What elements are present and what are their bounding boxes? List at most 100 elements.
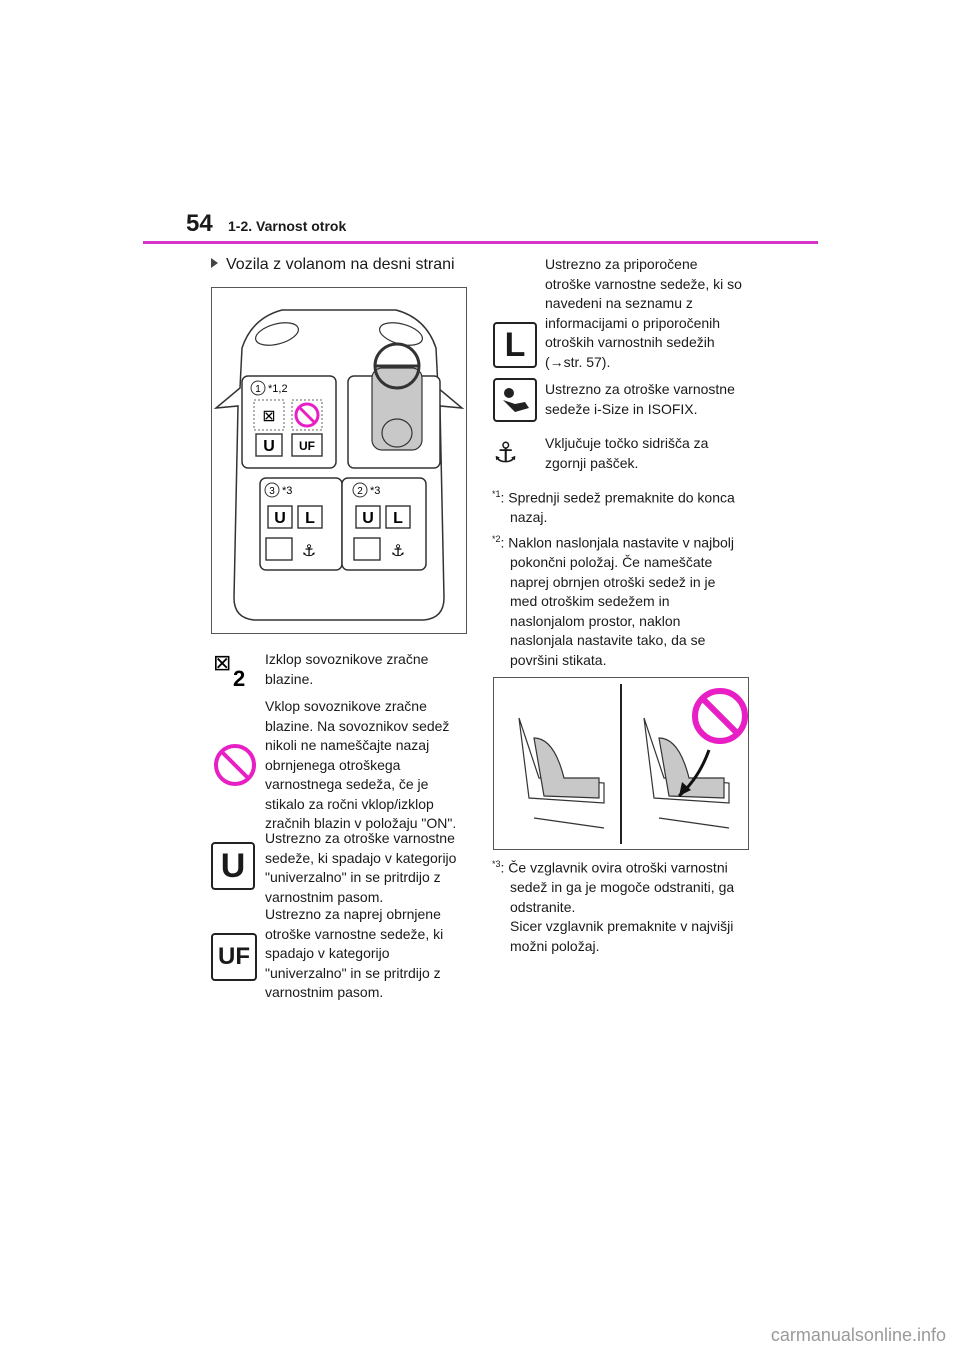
- text-line: naprej obrnjen otroški sedež in je: [510, 573, 716, 590]
- note-mark: *2: [492, 534, 501, 544]
- legend-l-text: Ustrezno za priporočene otroške varnostn…: [545, 255, 742, 372]
- airbag-off-icon: ⊠2: [211, 648, 257, 691]
- seat-1-note: *1,2: [268, 383, 288, 395]
- seat-3-isofix-icon: [265, 537, 293, 561]
- text-line: nazaj.: [510, 509, 548, 526]
- subheading-text: Vozila z volanom na desni strani: [226, 256, 455, 273]
- text-line: Naklon naslonjala nastavite v najbolj: [508, 534, 734, 551]
- seat-2-note: *3: [370, 485, 380, 497]
- svg-text:2: 2: [233, 666, 245, 688]
- text-line: "univerzalno" in se pritrdijo z: [265, 964, 441, 981]
- text-line: stikalo za ročni vklop/izklop: [265, 795, 434, 812]
- text-line: Sprednji sedež premaknite do konca: [508, 489, 735, 506]
- left-headlight: [254, 322, 300, 346]
- airbag-on-prohibited-icon: [212, 742, 258, 788]
- seat-incorrect: [643, 717, 730, 829]
- seat-1-uf-text: UF: [299, 439, 315, 453]
- text-line: med otroškim sedežem in: [510, 593, 670, 610]
- text-line: Izklop sovoznikove zračne: [265, 651, 429, 667]
- text-line: informacijami o priporočenih: [545, 314, 721, 331]
- legend-uf-text: Ustrezno za naprej obrnjene otroške varn…: [265, 905, 443, 1003]
- text-line: Če vzglavnik ovira otroški varnostni: [508, 859, 728, 876]
- seat-3-l-badge: [297, 505, 323, 529]
- seat-correct: [518, 717, 605, 829]
- text-line: varnostnega sedeža, če je: [265, 776, 429, 792]
- subheading: Vozila z volanom na desni strani: [211, 256, 455, 274]
- text-line: pokončni položaj. Če nameščate: [510, 554, 713, 571]
- seat-2-marker: [352, 482, 368, 498]
- text-line: varnostnim pasom.: [265, 888, 384, 905]
- text-line: otroške varnostne sedeže, ki: [265, 925, 444, 942]
- text-line: Sicer vzglavnik premaknite v najvišji: [510, 918, 734, 935]
- text-line: varnostnim pasom.: [265, 984, 384, 1000]
- footer-watermark: carmanualsonline.info: [770, 1325, 946, 1345]
- legend-airbag-off-text: Izklop sovoznikove zračne blazine.: [265, 650, 428, 689]
- seat-1-airbag-off-icon: ⊠: [262, 408, 275, 425]
- seat-3-number: 3: [269, 486, 275, 497]
- text-line: sedeže, ki spadajo v kategorijo: [265, 849, 457, 866]
- note-1: *1: Sprednji sedež premaknite do konca n…: [492, 485, 762, 528]
- text-line: spadajo v kategorijo: [265, 945, 390, 961]
- text-line: otroških varnostnih sedežih: [545, 334, 715, 350]
- seat-3-note: *3: [282, 485, 292, 497]
- seat-3-u-badge: [267, 505, 293, 529]
- car-top-view: 1 *1,2 ⊠ U UF 3 *3 2 *3 U L ⚓ U L ⚓: [213, 309, 465, 621]
- seat-1-uf-badge: [291, 433, 323, 457]
- seat-1-u-text: U: [263, 438, 275, 455]
- text-line: površini stikata.: [510, 651, 607, 668]
- seat-2-l-badge: [385, 505, 411, 529]
- uf-category-icon: UF: [211, 933, 257, 981]
- note-3: *3: Če vzglavnik ovira otroški varnostni…: [492, 855, 762, 956]
- text-line: "univerzalno" in se pritrdijo z: [265, 869, 441, 885]
- seat-3-l-text: L: [305, 510, 315, 527]
- text-line: naslonjalom prostor, naklon: [510, 612, 681, 629]
- text-line: otroške varnostne sedeže, ki so: [545, 275, 742, 292]
- seat-1-u-badge: [255, 433, 283, 457]
- note-mark: *3: [492, 859, 501, 869]
- text-line: možni položaj.: [510, 937, 600, 954]
- seat-3-anchor-icon: ⚓: [302, 541, 316, 560]
- top-tether-anchor-icon: ⚓: [493, 436, 519, 469]
- legend-isofix-text: Ustrezno za otroške varnostne sedeže i-S…: [545, 380, 735, 419]
- seat-2-anchor-icon: ⚓: [391, 541, 405, 560]
- text-line: navedeni na seznamu z: [545, 295, 693, 311]
- seat-3-marker: [264, 482, 280, 498]
- seat-2-number: 2: [357, 486, 363, 497]
- text-line: zračnih blazin v položaju "ON".: [265, 815, 457, 831]
- legend-u-text: Ustrezno za otroške varnostne sedeže, ki…: [265, 829, 456, 907]
- legend-anchor-text: Vključuje točko sidrišča za zgornji pašč…: [545, 434, 708, 473]
- text-line: Vklop sovoznikove zračne: [265, 698, 427, 714]
- headrest-illustration: [493, 677, 749, 850]
- u-category-icon: U: [211, 842, 255, 890]
- text-line: Vključuje točko sidrišča za: [545, 435, 709, 451]
- header-rule: [143, 241, 818, 244]
- page-number: 54: [186, 210, 213, 237]
- text-line: blazine.: [265, 670, 314, 687]
- text-line: obrnjenega otroškega: [265, 756, 401, 773]
- seat-3-u-text: U: [274, 510, 286, 527]
- note-2: *2: Naklon naslonjala nastavite v najbol…: [492, 530, 762, 670]
- triangle-bullet-icon: [211, 258, 218, 268]
- text-line: Ustrezno za otroške varnostne: [265, 830, 455, 846]
- section-title: 1-2. Varnost otrok: [228, 218, 347, 234]
- seat-layout-diagram: 1 *1,2 ⊠ U UF 3 *3 2 *3 U L ⚓ U L ⚓: [211, 287, 467, 634]
- seat-2-u-badge: [355, 505, 381, 529]
- isize-isofix-icon: [493, 378, 537, 422]
- legend-airbag-on-text: Vklop sovoznikove zračne blazine. Na sov…: [265, 697, 456, 834]
- text-line: naslonjala nastavite tako, da se: [510, 632, 706, 649]
- seat-1-airbag-off-slot: [253, 399, 285, 431]
- prohibit-icon: [692, 688, 748, 744]
- seat-2-u-text: U: [362, 510, 374, 527]
- seat-1-prohibit-icon: [294, 402, 320, 428]
- text-line: odstranite.: [510, 898, 576, 915]
- text-line: sedež in ga je mogoče odstraniti, ga: [510, 879, 735, 896]
- seat-1-marker: [250, 380, 266, 396]
- text-line: Ustrezno za otroške varnostne: [545, 381, 735, 397]
- seat-1-number: 1: [255, 384, 261, 395]
- l-category-icon: L: [493, 322, 537, 368]
- driver-figure: [371, 342, 423, 451]
- seat-2-isofix-icon: [353, 537, 381, 561]
- seat-drawings: [518, 684, 748, 844]
- text-line: Ustrezno za naprej obrnjene: [265, 906, 441, 922]
- text-line: blazine. Na sovoznikov sedež: [265, 717, 450, 734]
